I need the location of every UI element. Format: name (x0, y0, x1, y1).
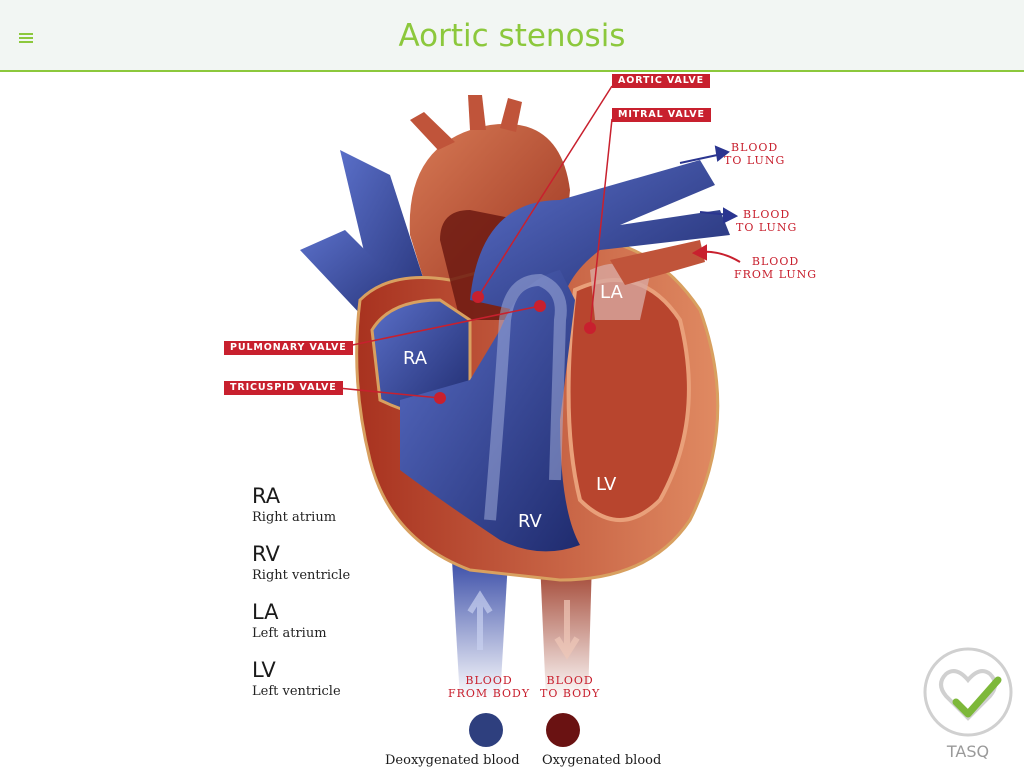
blood-from-body-label: BLOOD FROM BODY (448, 674, 530, 700)
left-ventricle-chamber (566, 278, 691, 522)
brand-name: TASQ (946, 742, 990, 761)
flow-line: BLOOD (743, 208, 791, 221)
legend-abbr: LV (252, 658, 276, 682)
chamber-label-la: LA (600, 282, 623, 303)
right-ventricle-chamber (400, 270, 580, 552)
flow-line: TO BODY (540, 687, 601, 700)
legend-item: RA Right atrium (252, 484, 350, 542)
chamber-label-lv: LV (596, 474, 617, 495)
flow-line: FROM LUNG (734, 268, 818, 281)
deoxygenated-blood-swatch (469, 713, 503, 747)
oxygenated-blood-label: Oxygenated blood (542, 753, 662, 768)
chamber-legend: RA Right atrium RV Right ventricle LA Le… (252, 484, 350, 716)
legend-item: RV Right ventricle (252, 542, 350, 600)
aortic-valve-label: AORTIC VALVE (612, 74, 711, 88)
legend-item: LV Left ventricle (252, 658, 350, 716)
blood-to-body-label: BLOOD TO BODY (540, 674, 600, 700)
flow-line: BLOOD (546, 674, 594, 687)
legend-abbr: RV (252, 542, 280, 566)
blood-to-lung-label-1: BLOOD TO LUNG (724, 141, 785, 167)
mitral-valve-label: MITRAL VALVE (612, 108, 711, 122)
heart-check-logo-icon[interactable] (922, 646, 1014, 738)
heart-diagram (300, 85, 741, 700)
chamber-label-ra: RA (403, 348, 428, 369)
chamber-label-rv: RV (518, 511, 542, 532)
blood-from-lung-label: BLOOD FROM LUNG (734, 255, 817, 281)
flow-line: TO LUNG (724, 154, 786, 167)
flow-line: BLOOD (751, 255, 800, 268)
deoxygenated-blood-label: Deoxygenated blood (385, 753, 520, 768)
pulmonary-valve-label: PULMONARY VALVE (224, 341, 353, 355)
flow-line: BLOOD (465, 674, 513, 687)
legend-full: Right ventricle (252, 568, 351, 583)
legend-abbr: LA (252, 600, 279, 624)
tricuspid-valve-label: TRICUSPID VALVE (224, 381, 343, 395)
flow-line: BLOOD (731, 141, 779, 154)
legend-abbr: RA (252, 484, 281, 508)
app-bar: Aortic stenosis (0, 0, 1024, 72)
flow-line: FROM BODY (448, 687, 531, 700)
legend-item: LA Left atrium (252, 600, 350, 658)
legend-full: Left ventricle (252, 684, 341, 699)
blood-to-lung-label-2: BLOOD TO LUNG (736, 208, 797, 234)
flow-line: TO LUNG (736, 221, 798, 234)
hamburger-menu-icon[interactable] (12, 26, 40, 50)
legend-full: Right atrium (252, 510, 337, 525)
page-title: Aortic stenosis (398, 18, 626, 54)
legend-full: Left atrium (252, 626, 327, 641)
oxygenated-blood-swatch (546, 713, 580, 747)
